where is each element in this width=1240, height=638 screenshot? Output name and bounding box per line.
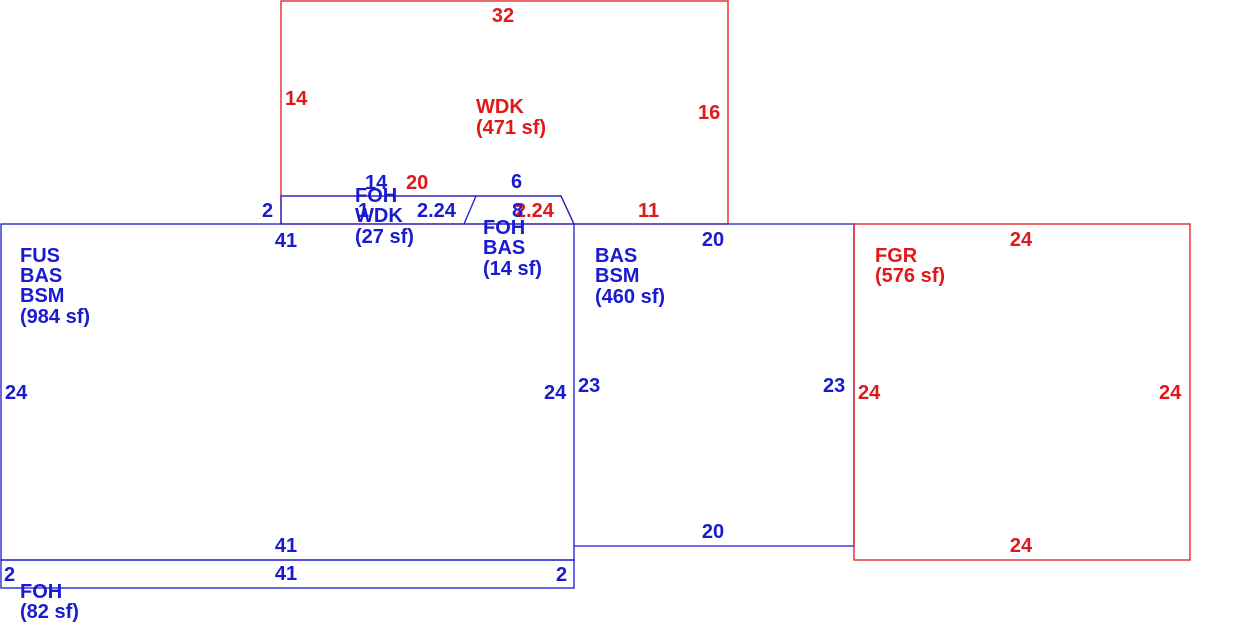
dim-bas-top: 20	[702, 229, 724, 251]
fgr-area-label: FGR (576 sf)	[875, 245, 945, 287]
dim-wdk-top: 32	[492, 5, 514, 27]
dim-bas-right: 23	[823, 375, 845, 397]
dim-bas-bottom: 20	[702, 521, 724, 543]
dim-foh-wdk-top: 14	[365, 172, 388, 194]
dim-foh-left: 2	[4, 564, 15, 586]
dim-fgr-top: 24	[1010, 229, 1033, 251]
dim-wdk-right-bottom: 11	[638, 200, 659, 222]
dim-wdk-left: 14	[285, 88, 308, 110]
dim-fgr-bottom: 24	[1010, 535, 1033, 557]
foh-wdk-area-label: FOH WDK (27 sf)	[355, 185, 414, 248]
dim-foh-right: 2	[556, 564, 567, 586]
dim-wdk-angle: 2.24	[515, 200, 555, 222]
dim-wdk-inner-top: 20	[406, 172, 428, 194]
dim-foh-wdk-side: 2	[262, 200, 273, 222]
foh-wdk-outline	[280, 195, 477, 225]
dim-fus-right: 24	[544, 382, 567, 404]
fus-area-label: FUS BAS BSM (984 sf)	[20, 245, 90, 328]
dim-fus-left: 24	[5, 382, 28, 404]
dim-foh-wdk-side-inner: 1	[358, 200, 369, 222]
dim-foh-wdk-angle: 2.24	[417, 200, 457, 222]
foh-bottom-area-label: FOH (82 sf)	[20, 581, 79, 623]
wdk-area-label: WDK (471 sf)	[476, 96, 546, 139]
dim-fgr-right: 24	[1159, 382, 1182, 404]
foh-bas-area-label: FOH BAS (14 sf)	[483, 217, 542, 280]
dim-foh-top: 41	[275, 563, 297, 585]
dim-foh-bas-side: 8	[512, 200, 523, 222]
foh-bottom-outline	[0, 559, 575, 589]
dim-fgr-left: 24	[858, 382, 881, 404]
dim-foh-bas-top: 6	[511, 171, 522, 193]
dim-wdk-right: 16	[698, 102, 720, 124]
dim-bas-left: 23	[578, 375, 600, 397]
fgr-outline	[853, 223, 1191, 561]
dim-fus-bottom: 41	[275, 535, 297, 557]
foh-bas-outline	[476, 195, 575, 225]
dim-fus-top: 41	[275, 230, 297, 252]
bas-area-label: BAS BSM (460 sf)	[595, 245, 665, 308]
